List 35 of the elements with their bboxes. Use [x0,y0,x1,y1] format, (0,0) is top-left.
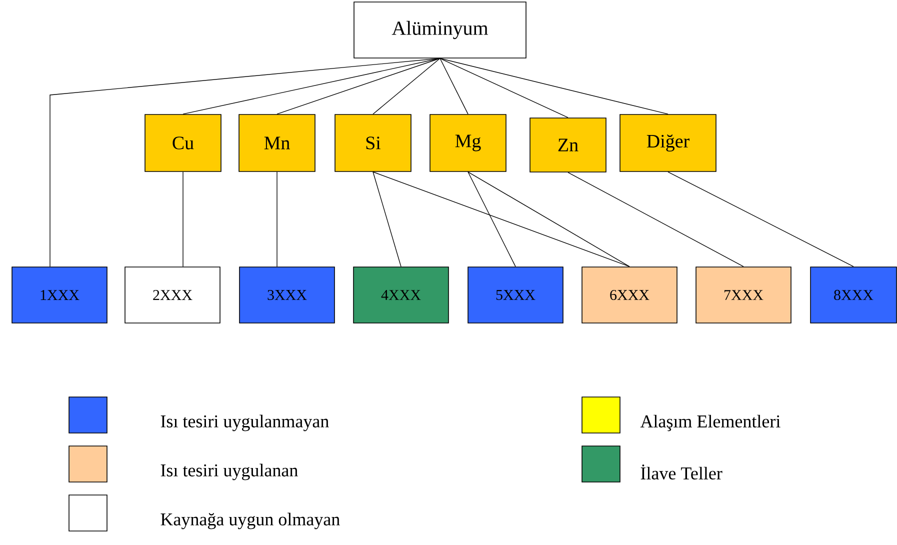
legend-label: Alaşım Elementleri [640,414,780,432]
element-box: Mn [238,114,316,172]
series-box: 4XXX [353,266,449,324]
connector-line [372,58,440,114]
legend-label: Isı tesiri uygulanan [160,464,298,480]
connector-line [440,58,668,114]
legend-label: Kaynağa uygun olmayan [160,512,340,530]
connector-line [668,172,854,267]
connector-line [372,172,630,267]
connector-line [440,58,468,114]
connector-line [182,172,184,267]
element-box: Si [334,114,412,172]
series-box: 8XXX [810,266,897,324]
root-box: Alüminyum [354,2,526,58]
connector-line [276,172,278,267]
series-box: 7XXX [696,266,792,324]
element-box: Mg [430,114,506,172]
connector-line [50,58,440,267]
connector-line [468,172,516,267]
connector-line [182,58,440,114]
connector-line [468,172,630,267]
element-box: Diğer [620,114,716,172]
connector-line [568,172,744,267]
legend-label: Isı tesiri uygulanmayan [160,414,329,432]
connector-line [276,58,440,114]
element-box: Zn [530,118,606,172]
legend-label: İlave Teller [640,464,722,480]
series-box: 1XXX [12,266,108,324]
connector-line [440,58,568,118]
connector-line [372,172,402,267]
element-box: Cu [144,114,222,172]
series-box: 3XXX [239,266,335,324]
series-box: 2XXX [124,266,220,324]
series-box: 5XXX [468,266,564,324]
series-box: 6XXX [582,266,678,324]
